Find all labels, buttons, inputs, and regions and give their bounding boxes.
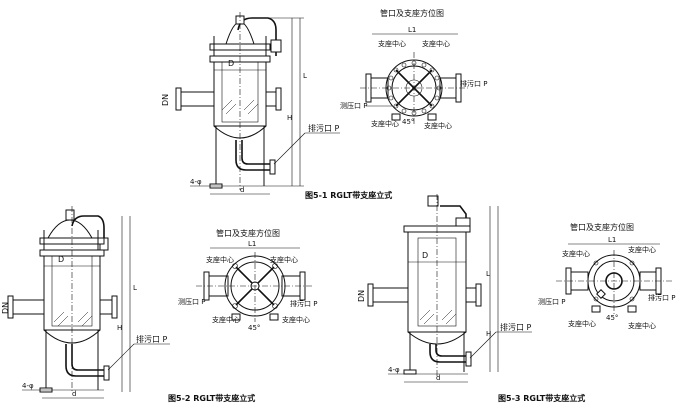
fig3-label-drain: 排污口 P <box>500 322 532 332</box>
fig3-label-D: D <box>422 251 428 260</box>
figure-5-3-elevation: D DN L H 排污口 P 4-φ d 图5-3 RGLT带支座立式 <box>357 194 585 403</box>
fig1-label-d: d <box>240 186 244 194</box>
plan2-L1: L1 <box>248 240 256 248</box>
fig2-label-d: d <box>72 390 76 398</box>
plan1-drain: 排污口 P <box>460 79 487 88</box>
fig2-label-L: L <box>133 284 137 292</box>
plan3-support-br: 支座中心 <box>628 321 656 330</box>
plan2-drain: 排污口 P <box>290 299 317 308</box>
plan-view-1: 管口及支座方位图 L1 支座中心 支座中心 测压口 P <box>340 8 487 130</box>
fig2-label-bolts: 4-φ <box>22 382 34 390</box>
fig3-label-d: d <box>436 374 440 382</box>
plan3-support-bl: 支座中心 <box>568 319 596 328</box>
plan3-drain: 排污口 P <box>648 293 675 302</box>
fig3-hatch <box>419 309 457 325</box>
fig1-label-bolts: 4-φ <box>190 178 202 186</box>
fig2-caption: 图5-2 RGLT带支座立式 <box>168 393 255 403</box>
fig3-label-bolts: 4-φ <box>388 366 400 374</box>
plan1-title: 管口及支座方位图 <box>380 8 444 18</box>
fig2-hatch <box>53 311 93 327</box>
fig2-label-drain: 排污口 P <box>136 334 168 344</box>
plan2-support-bl: 支座中心 <box>212 315 240 324</box>
fig1-label-H: H <box>287 114 292 122</box>
fig3-label-DN: DN <box>357 290 366 302</box>
plan2-support-br: 支座中心 <box>282 315 310 324</box>
plan2-angle: 45° <box>248 324 260 332</box>
plan2-pressure: 测压口 P <box>178 298 205 306</box>
fig2-label-H: H <box>117 324 122 332</box>
fig1-hatch <box>221 99 259 115</box>
plan3-support-tr: 支座中心 <box>628 245 656 254</box>
plan1-pressure: 测压口 P <box>340 102 367 110</box>
plan1-support-tl: 支座中心 <box>378 39 406 48</box>
plan3-L1: L1 <box>608 236 616 244</box>
figure-5-2-elevation: D DN L H 排污口 P 4-φ d 图5-2 RGLT带支座立式 <box>1 206 255 403</box>
plan2-title: 管口及支座方位图 <box>216 228 280 238</box>
plan1-support-tr: 支座中心 <box>422 39 450 48</box>
plan1-L1: L1 <box>408 26 416 34</box>
fig2-label-DN: DN <box>1 302 10 314</box>
plan-view-3: 管口及支座方位图 L1 支座中心 支座中心 测压口 P 排污口 P 支座中心 支… <box>538 222 675 330</box>
fig1-label-D: D <box>228 59 234 68</box>
figure-5-1-elevation: D DN L H 排污口 P <box>161 12 392 200</box>
plan1-support-bl: 支座中心 <box>371 119 399 128</box>
plan1-support-br: 支座中心 <box>424 121 452 130</box>
fig1-label-drain: 排污口 P <box>308 123 340 133</box>
plan2-support-tr: 支座中心 <box>270 255 298 264</box>
plan-view-2: 管口及支座方位图 L1 支座中心 支座中心 测压口 P 排污口 P 支座中心 支… <box>178 228 317 332</box>
plan2-support-tl: 支座中心 <box>206 255 234 264</box>
fig3-caption: 图5-3 RGLT带支座立式 <box>498 393 585 403</box>
fig3-label-H: H <box>486 330 491 338</box>
fig1-label-DN: DN <box>161 94 170 106</box>
fig2-label-D: D <box>58 255 64 264</box>
plan3-angle: 45° <box>606 314 618 322</box>
plan3-title: 管口及支座方位图 <box>570 222 634 232</box>
plan3-support-tl: 支座中心 <box>562 249 590 258</box>
plan1-angle: 45° <box>402 118 414 126</box>
plan2-bolt-holes <box>232 263 278 309</box>
plan3-bolt-holes <box>593 260 635 302</box>
plan3-pressure: 测压口 P <box>538 298 565 306</box>
fig1-caption: 图5-1 RGLT带支座立式 <box>305 190 392 200</box>
fig1-label-L: L <box>303 72 307 80</box>
fig3-label-L: L <box>486 270 490 278</box>
